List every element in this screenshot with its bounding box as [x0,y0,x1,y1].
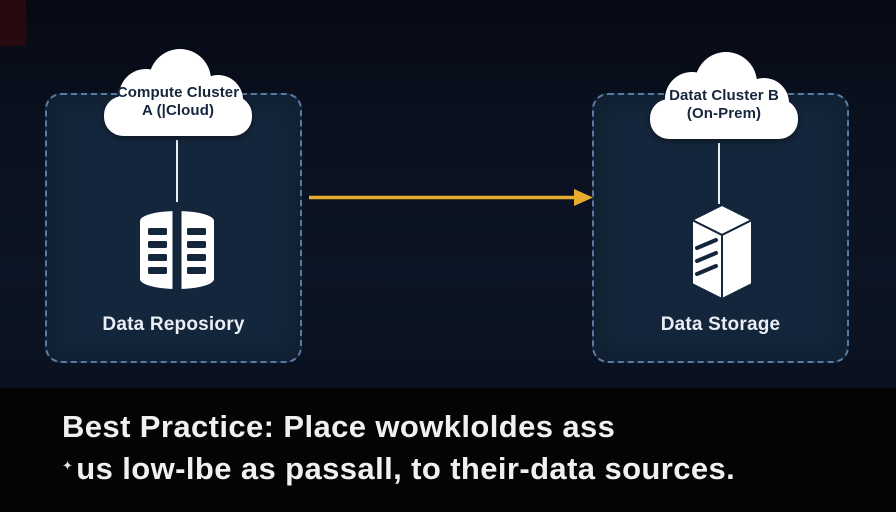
right-cloud-label-line1: Datat Cluster B [669,87,779,104]
right-cloud: Datat Cluster B (On-Prem) [644,51,804,143]
caption-band: Best Practice: Place wowkloldes ass ✦us … [0,388,896,512]
caption-line2: ✦us low-lbe as passall, to their-data so… [62,446,876,488]
cloud-icon [104,49,252,136]
right-node-label: Data Storage [660,314,781,335]
right-cloud-connector-line [718,143,720,204]
caption: Best Practice: Place wowkloldes ass ✦us … [0,388,896,488]
caption-line1: Best Practice: Place wowkloldes ass [62,409,616,444]
left-cloud: Compute Cluster A (|Cloud) [98,48,258,140]
database-icon [137,207,217,298]
left-cloud-label-line1: Compute Cluster [116,84,240,101]
right-cloud-label: Datat Cluster B (On-Prem) [644,87,804,123]
server-tower-icon [686,202,758,309]
left-cloud-label-line2: A (|Cloud) [141,102,215,119]
left-node-label: Data Reposiory [102,314,245,335]
arrowhead-icon [574,189,593,206]
right-cloud-label-line2: (On-Prem) [686,105,762,122]
diagram-area: Compute Cluster A (|Cloud) Datat Cluster… [0,0,896,388]
caption-line2-text: us low-lbe as passall, to their-data sou… [76,451,736,486]
sparkle-icon: ✦ [62,458,74,473]
left-cloud-label: Compute Cluster A (|Cloud) [98,84,258,120]
data-transfer-arrow [309,189,593,206]
left-cloud-connector-line [176,140,178,202]
cloud-icon [650,52,798,139]
corner-accent-block [0,0,26,46]
